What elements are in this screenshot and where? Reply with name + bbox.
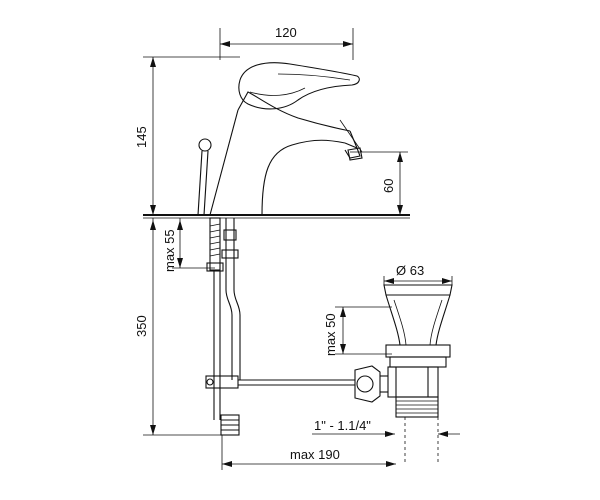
waste-drain [354,284,453,465]
dimension-tap-height: 145 [134,56,240,215]
dimension-waste-thread: 1" - 1.1/4" [312,418,460,437]
dimension-tail-length: max 55 [162,218,215,272]
tail-length-label: max 55 [162,229,177,272]
spout-reach-label: 120 [275,25,297,40]
threaded-stud [206,217,224,272]
dimension-waste-diameter: Ø 63 [383,263,453,285]
faucet-body [209,91,363,216]
pop-up-knob [197,138,212,216]
pop-up-travel-label: max 50 [323,313,338,356]
lever-handle [238,62,360,110]
dimension-rod-length: max 190 [221,435,396,470]
linkage-rod [238,379,355,386]
supply-pipe [205,218,241,436]
dimension-spout-reach: 120 [219,25,354,60]
waste-thread-label: 1" - 1.1/4" [314,418,371,433]
dimension-spout-height: 60 [350,151,408,215]
dimension-waste-depth: 350 [134,218,222,436]
rod-length-label: max 190 [290,447,340,462]
countertop [143,214,410,219]
spout-height-label: 60 [381,179,396,193]
tap-height-label: 145 [134,126,149,148]
waste-diameter-label: Ø 63 [396,263,424,278]
waste-depth-label: 350 [134,315,149,337]
dimension-pop-up-travel: max 50 [323,306,392,356]
